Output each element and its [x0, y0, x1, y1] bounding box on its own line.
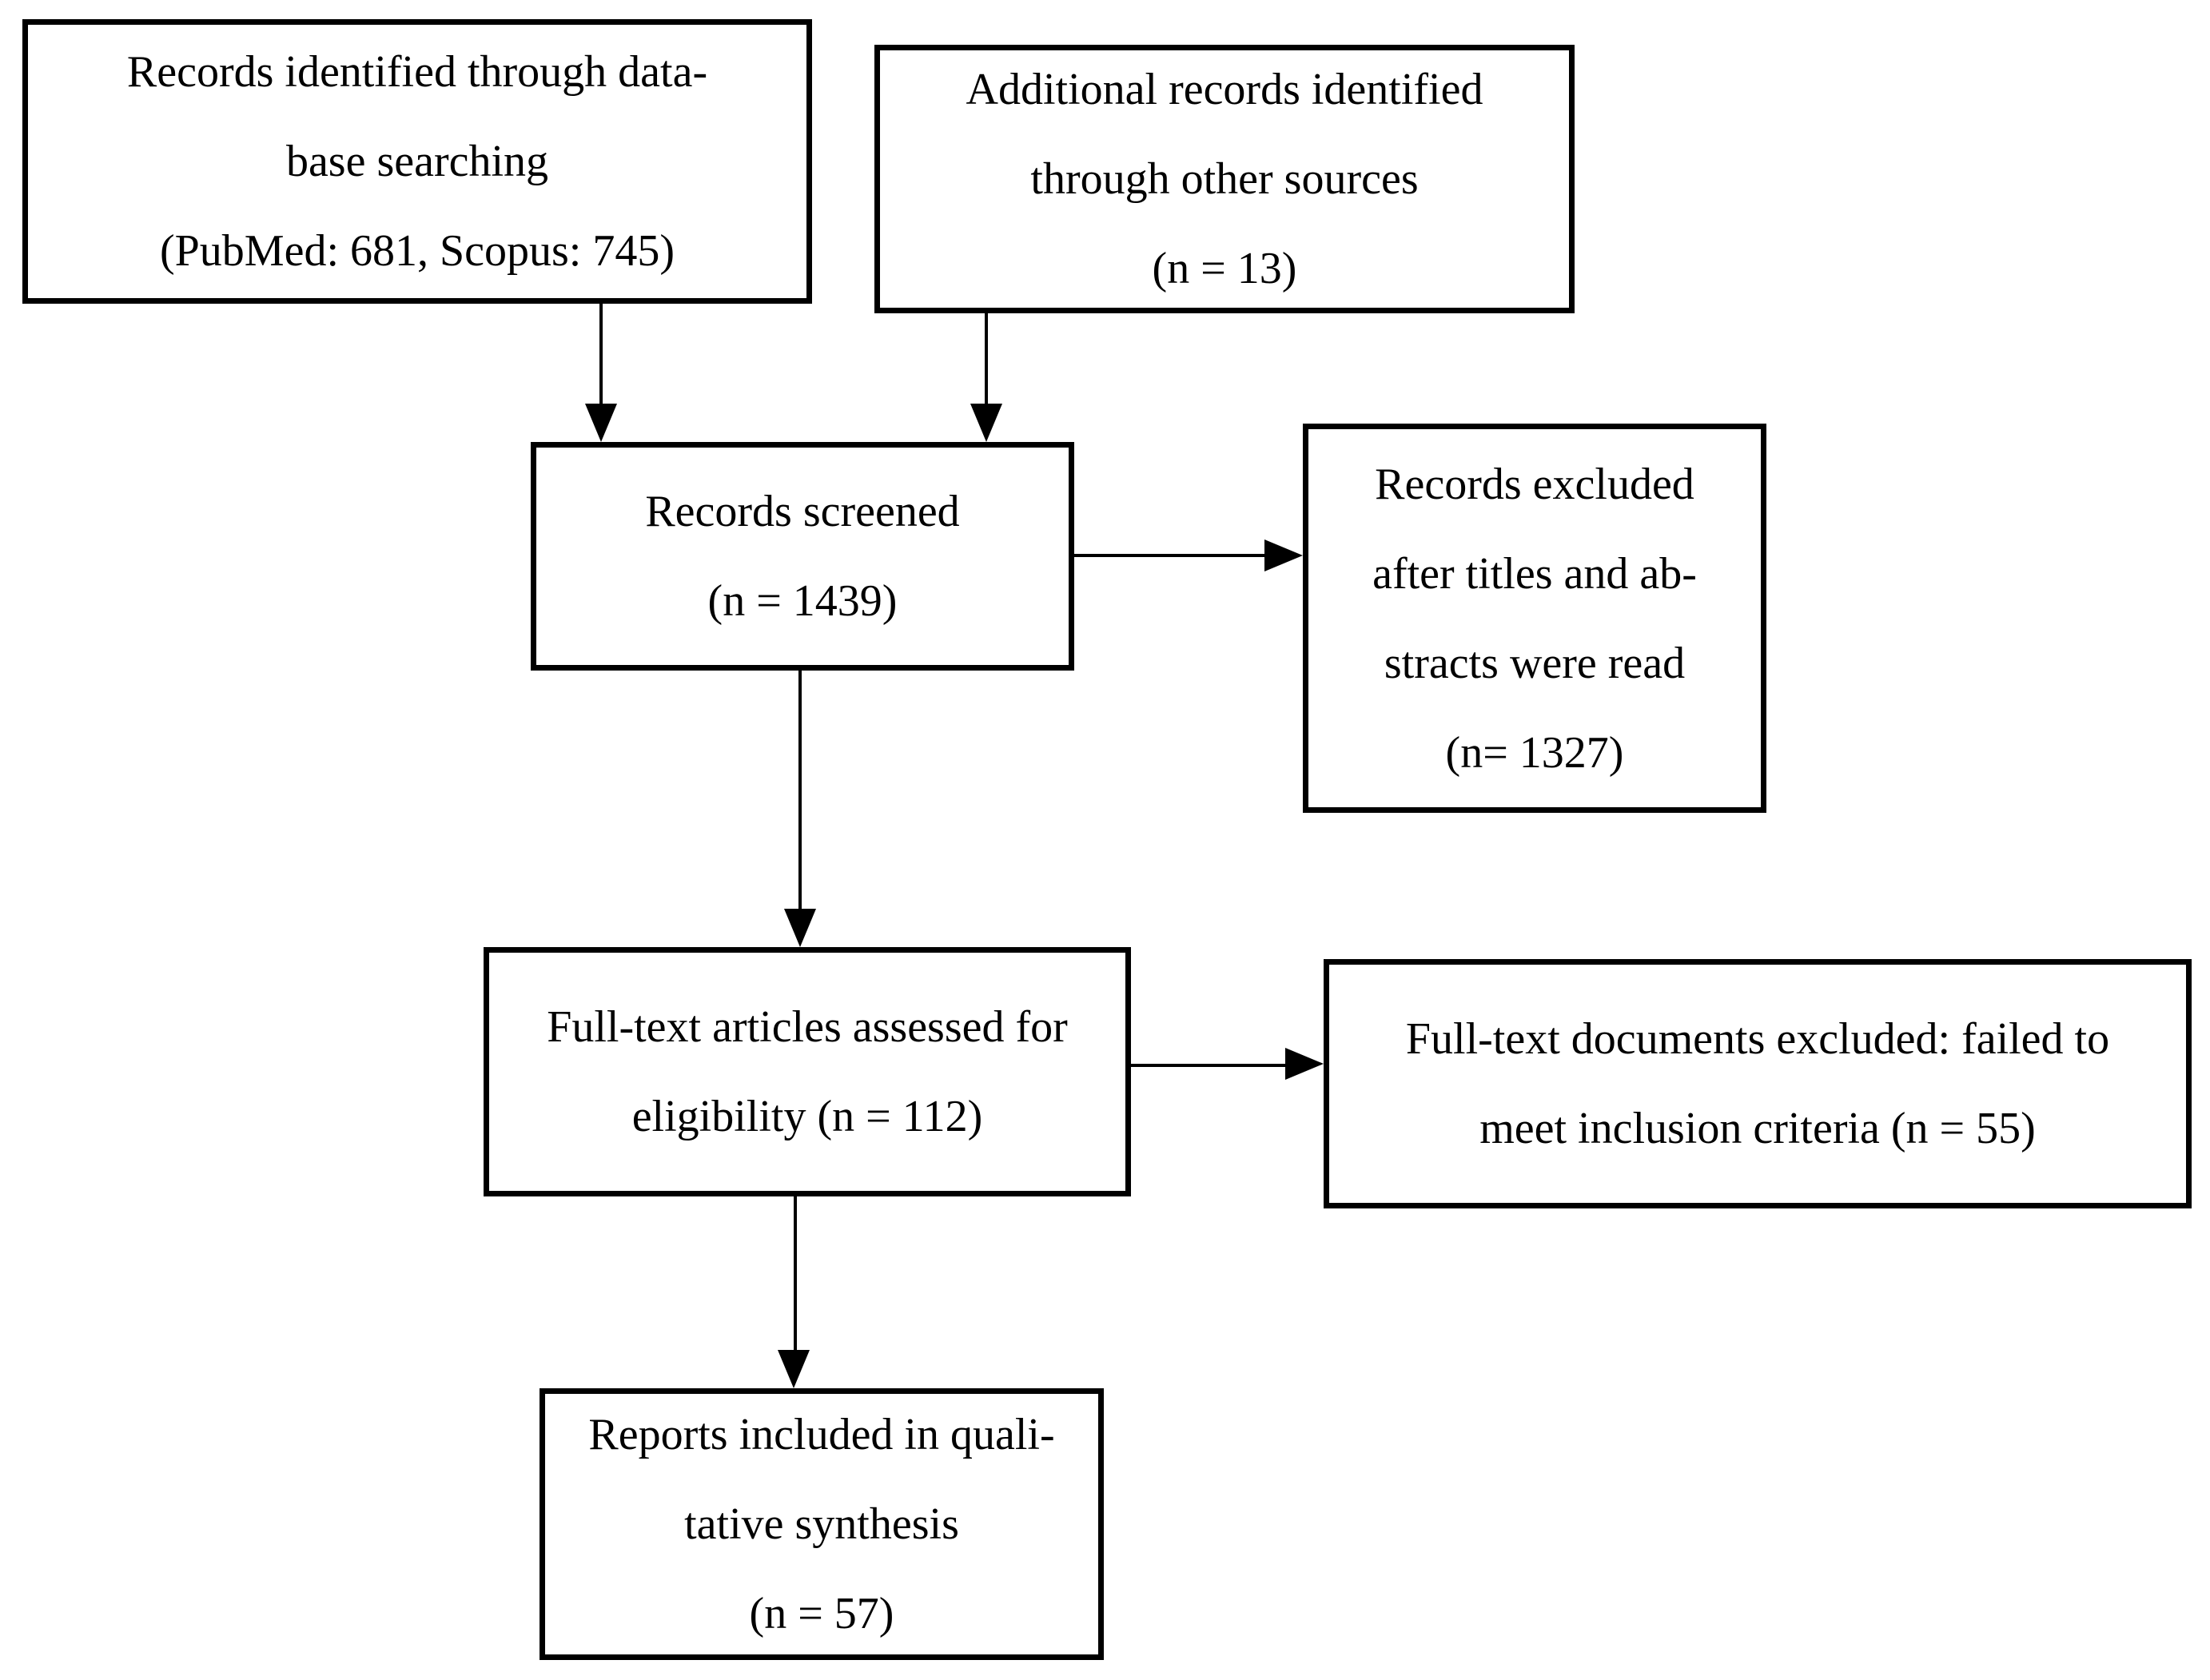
box-text-line: (n= 1327) — [1445, 727, 1624, 778]
box-additional-records-other-sources: Additional records identified through ot… — [874, 45, 1575, 313]
arrowhead-right-icon — [1285, 1048, 1324, 1080]
arrowhead-right-icon — [1264, 539, 1303, 571]
box-text-line: Additional records identified — [966, 65, 1483, 114]
box-text-line: tative synthesis — [684, 1499, 959, 1549]
connector-other-to-screened-line — [985, 313, 988, 412]
box-text-line: (n = 13) — [1152, 244, 1297, 293]
box-text-line: eligibility (n = 112) — [631, 1092, 983, 1141]
box-text-line: (n = 57) — [749, 1589, 894, 1638]
box-text-line: (n = 1439) — [707, 576, 898, 626]
connector-screened-to-excluded-line — [1074, 554, 1268, 557]
arrowhead-down-icon — [778, 1350, 810, 1388]
box-records-identified-database: Records identified through data- base se… — [22, 19, 812, 304]
connector-fulltext-to-included-line — [794, 1196, 797, 1353]
box-fulltext-documents-excluded: Full-text documents excluded: failed to … — [1324, 959, 2192, 1208]
box-text-line: stracts were read — [1384, 638, 1686, 688]
connector-screened-to-fulltext-line — [798, 671, 802, 909]
connector-fulltext-to-excluded-line — [1131, 1064, 1287, 1067]
box-text-line: Full-text articles assessed for — [547, 1002, 1068, 1052]
connector-database-to-screened-line — [599, 304, 603, 412]
arrowhead-down-icon — [585, 404, 617, 442]
box-text-line: meet inclusion criteria (n = 55) — [1479, 1104, 2036, 1153]
box-text-line: Reports included in quali- — [588, 1410, 1055, 1459]
box-text-line: Records screened — [645, 487, 960, 536]
box-fulltext-articles-assessed: Full-text articles assessed for eligibil… — [484, 947, 1131, 1196]
box-text-line: Records excluded — [1375, 459, 1694, 509]
box-reports-included-qualitative: Reports included in quali- tative synthe… — [540, 1388, 1104, 1660]
box-records-excluded-titles-abstracts: Records excluded after titles and ab- st… — [1303, 424, 1766, 813]
box-text-line: (PubMed: 681, Scopus: 745) — [160, 226, 675, 276]
box-records-screened: Records screened (n = 1439) — [531, 442, 1074, 671]
arrowhead-down-icon — [784, 909, 816, 947]
box-text-line: through other sources — [1030, 154, 1419, 204]
box-text-line: after titles and ab- — [1372, 548, 1697, 599]
box-text-line: base searching — [285, 137, 549, 186]
box-text-line: Records identified through data- — [126, 47, 708, 97]
box-text-line: Full-text documents excluded: failed to — [1405, 1014, 2110, 1064]
arrowhead-down-icon — [970, 404, 1002, 442]
